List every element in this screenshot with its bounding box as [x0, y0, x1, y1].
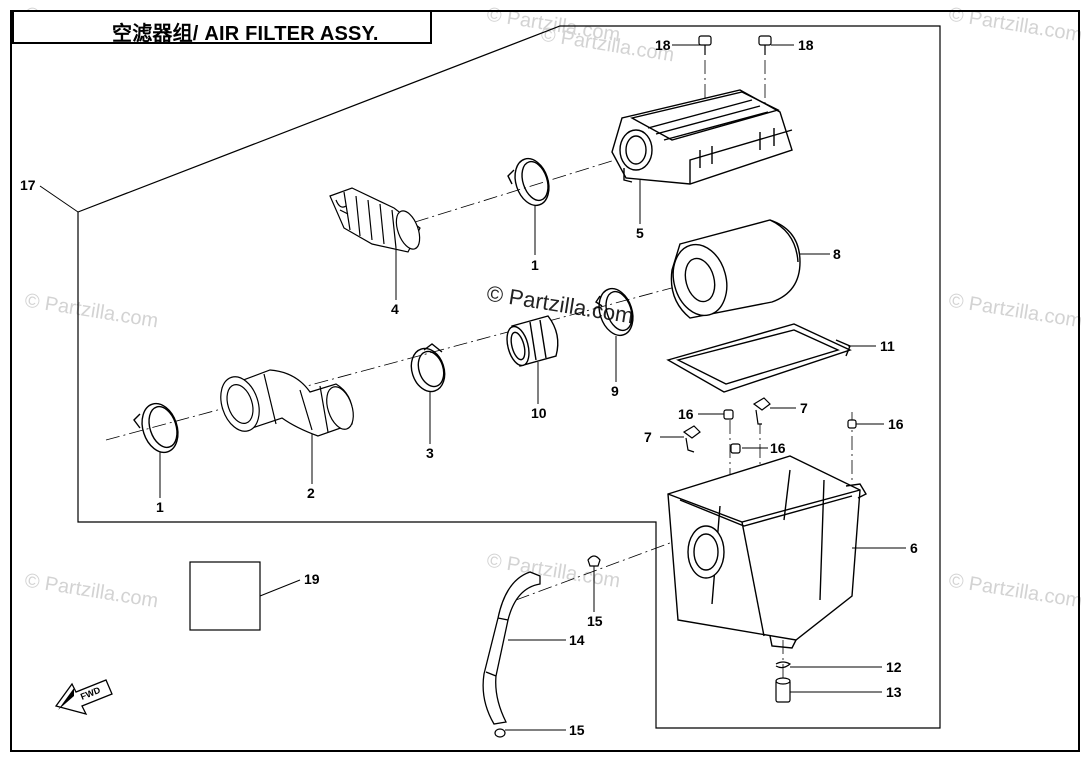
callout-17: 17	[20, 177, 36, 193]
filter-cover-5	[611, 89, 793, 185]
callout-16-a: 16	[678, 406, 694, 422]
bolt-18-left	[698, 35, 712, 55]
callout-15-lower: 15	[569, 722, 585, 738]
callout-18-right: 18	[798, 37, 814, 53]
callout-9: 9	[611, 383, 619, 399]
intake-boot-4	[329, 187, 421, 253]
drain-plug-13	[775, 677, 791, 703]
fitting-7-a	[752, 397, 771, 425]
callout-3: 3	[426, 445, 434, 461]
outer-frame	[10, 10, 1080, 752]
assembly-boundary	[77, 25, 941, 729]
clip-15-upper	[587, 555, 601, 567]
title-box: 空滤器组/ AIR FILTER ASSY.	[12, 10, 432, 45]
callout-19: 19	[304, 571, 320, 587]
gasket-11	[666, 323, 852, 393]
callout-6: 6	[910, 540, 918, 556]
clip-12	[775, 661, 792, 669]
callout-12: 12	[886, 659, 902, 675]
callout-15-upper: 15	[587, 613, 603, 629]
callout-16-b: 16	[770, 440, 786, 456]
clamp-1-upper	[507, 157, 550, 207]
grommet-16-a	[723, 409, 734, 420]
fitting-7-b	[682, 425, 701, 453]
bolt-18-right	[758, 35, 772, 55]
fwd-arrow: FWD	[54, 679, 113, 715]
elbow-hose-2	[220, 369, 354, 437]
grommet-16-b	[730, 443, 741, 454]
page-title: 空滤器组/ AIR FILTER ASSY.	[112, 23, 379, 45]
callout-2: 2	[307, 485, 315, 501]
callout-7-b: 7	[644, 429, 652, 445]
callout-4: 4	[391, 301, 399, 317]
callout-11: 11	[880, 338, 895, 354]
callout-14: 14	[569, 632, 585, 648]
label-19	[189, 561, 261, 631]
callout-5: 5	[636, 225, 644, 241]
callout-10: 10	[531, 405, 547, 421]
sleeve-10	[506, 315, 559, 367]
callout-8: 8	[833, 246, 841, 262]
callout-labels: 17 18 18 5 1 4 8 11 9 10 3 2 1 16 7 7 16…	[20, 37, 918, 738]
air-box-6	[667, 455, 867, 649]
clamp-1-lower	[133, 402, 179, 454]
clamp-9	[595, 287, 634, 337]
clip-15-lower	[494, 728, 506, 738]
filter-element-8	[670, 219, 801, 319]
callout-16-c: 16	[888, 416, 904, 432]
callout-7-a: 7	[800, 400, 808, 416]
callout-18-left: 18	[655, 37, 671, 53]
drain-tube-14	[482, 571, 541, 725]
callout-13: 13	[886, 684, 902, 700]
grommet-16-c	[847, 419, 857, 429]
callout-1-lower: 1	[156, 499, 164, 515]
leader-lines	[39, 44, 906, 731]
callout-1-upper: 1	[531, 257, 539, 273]
clamp-3	[410, 343, 446, 393]
assembly-centerlines	[105, 60, 853, 680]
